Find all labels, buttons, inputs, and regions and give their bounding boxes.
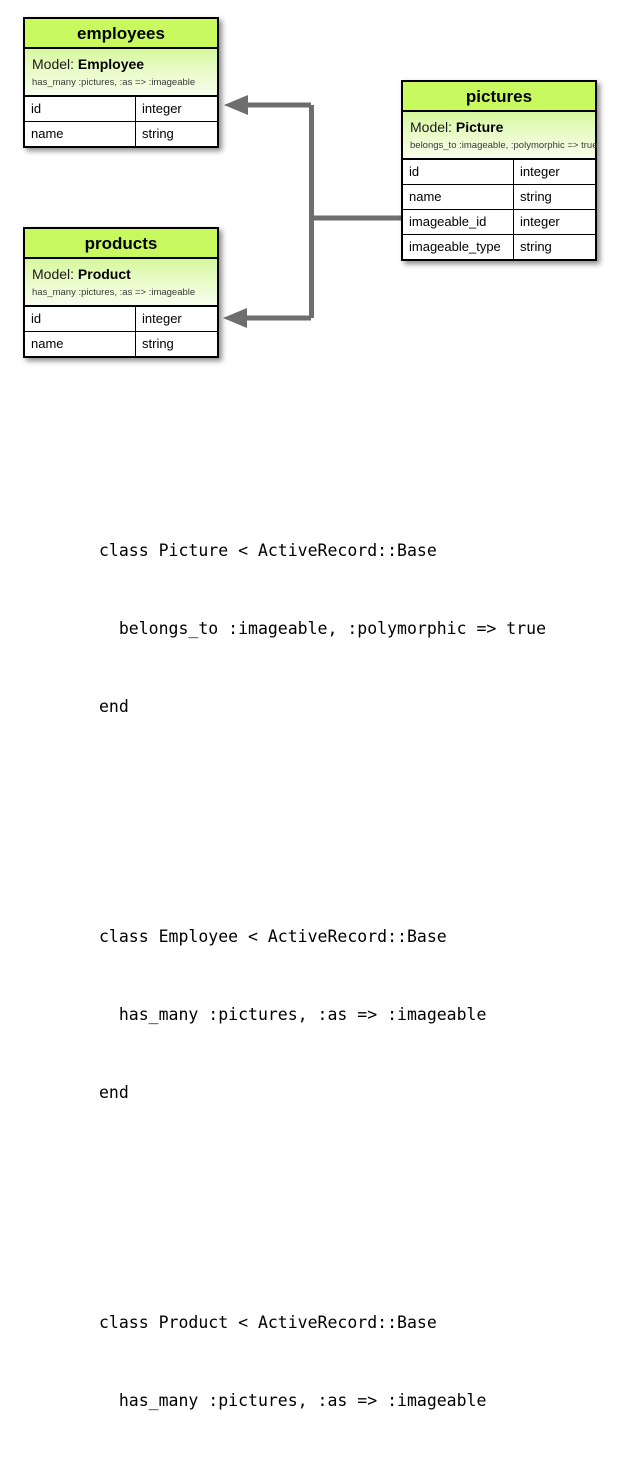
table-row: id integer xyxy=(25,307,217,332)
column-type: integer xyxy=(142,311,182,326)
code-group-employee-class: class Employee < ActiveRecord::Base has_… xyxy=(99,872,619,1158)
relationship-connectors xyxy=(223,95,401,328)
code-line: class Employee < ActiveRecord::Base xyxy=(99,927,447,946)
code-group-product-class: class Product < ActiveRecord::Base has_m… xyxy=(99,1258,619,1458)
entity-products-model: Model: Product has_many :pictures, :as =… xyxy=(25,259,217,307)
column-type: integer xyxy=(520,164,560,179)
column-name: id xyxy=(403,160,514,184)
entity-employees-association: has_many :pictures, :as => :imageable xyxy=(32,77,196,88)
entity-products-model-line: Model: Product xyxy=(32,266,210,283)
er-diagram: employees Model: Employee has_many :pict… xyxy=(0,0,641,380)
arrowhead-employees xyxy=(224,95,248,115)
table-row: id integer xyxy=(403,160,595,185)
column-name: id xyxy=(25,97,136,121)
table-row: id integer xyxy=(25,97,217,122)
column-type: string xyxy=(520,189,552,204)
entity-pictures-association: belongs_to :imageable, :polymorphic => t… xyxy=(410,140,598,151)
model-label: Model: xyxy=(410,119,453,135)
entity-products-association: has_many :pictures, :as => :imageable xyxy=(32,287,196,298)
column-type: string xyxy=(142,336,174,351)
table-row: imageable_type string xyxy=(403,235,595,259)
model-label: Model: xyxy=(32,266,75,282)
code-line: has_many :pictures, :as => :imageable xyxy=(99,1391,487,1410)
code-line: end xyxy=(99,1083,129,1102)
model-name: Product xyxy=(77,266,131,282)
entity-products-title: products xyxy=(25,229,217,259)
table-row: imageable_id integer xyxy=(403,210,595,235)
column-name: imageable_id xyxy=(403,210,514,234)
table-row: name string xyxy=(25,332,217,356)
code-line: class Picture < ActiveRecord::Base xyxy=(99,541,437,560)
code-listing: class Picture < ActiveRecord::Base belon… xyxy=(99,408,619,1458)
entity-pictures-title: pictures xyxy=(403,82,595,112)
column-type: integer xyxy=(520,214,560,229)
table-row: name string xyxy=(403,185,595,210)
column-type: integer xyxy=(142,101,182,116)
entity-pictures-model-line: Model: Picture xyxy=(410,119,588,136)
column-name: name xyxy=(25,332,136,356)
entity-pictures-model: Model: Picture belongs_to :imageable, :p… xyxy=(403,112,598,160)
column-name: name xyxy=(25,122,136,146)
model-name: Employee xyxy=(77,56,145,72)
code-group-picture-class: class Picture < ActiveRecord::Base belon… xyxy=(99,486,619,772)
model-name: Picture xyxy=(455,119,504,135)
arrowhead-products xyxy=(223,308,247,328)
entity-employees-model-line: Model: Employee xyxy=(32,56,210,73)
column-type: string xyxy=(520,239,552,254)
table-row: name string xyxy=(25,122,217,146)
code-line: belongs_to :imageable, :polymorphic => t… xyxy=(99,619,547,638)
column-name: imageable_type xyxy=(403,235,514,259)
entity-pictures: pictures Model: Picture belongs_to :imag… xyxy=(401,80,597,261)
entity-products: products Model: Product has_many :pictur… xyxy=(23,227,219,358)
code-line: class Product < ActiveRecord::Base xyxy=(99,1313,437,1332)
entity-employees-title: employees xyxy=(25,19,217,49)
code-line: has_many :pictures, :as => :imageable xyxy=(99,1005,487,1024)
column-name: id xyxy=(25,307,136,331)
entity-employees: employees Model: Employee has_many :pict… xyxy=(23,17,219,148)
entity-employees-model: Model: Employee has_many :pictures, :as … xyxy=(25,49,217,97)
code-line: end xyxy=(99,697,129,716)
column-type: string xyxy=(142,126,174,141)
column-name: name xyxy=(403,185,514,209)
model-label: Model: xyxy=(32,56,75,72)
